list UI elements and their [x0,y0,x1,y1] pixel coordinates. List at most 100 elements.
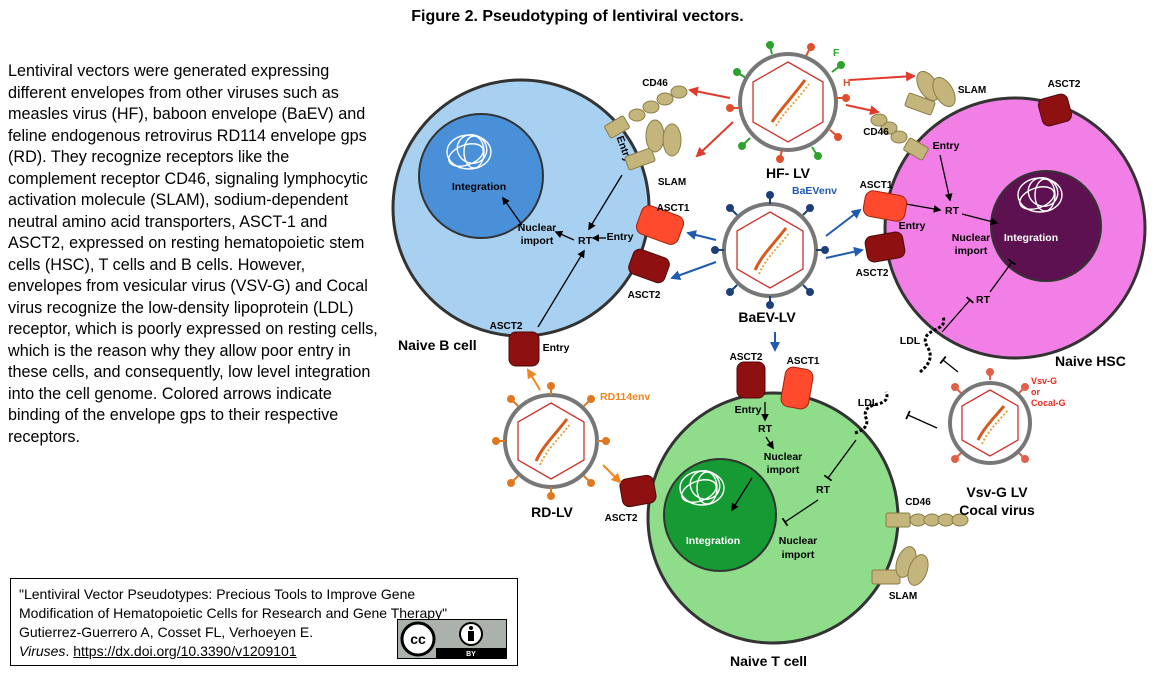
hsc-import-label: import [955,245,988,257]
hsc-entry-top-label: Entry [933,140,960,152]
doi-link[interactable]: https://dx.doi.org/10.3390/v1209101 [73,643,297,659]
cc-license-badge: BY cc [397,619,507,659]
h-protein-label: H [843,77,851,89]
citation-box: "Lentiviral Vector Pseudotypes: Precious… [10,578,518,666]
asct2-t-label: ASCT2 [730,352,763,363]
asct2-t-left-label: ASCT2 [605,513,638,524]
cd46-t-label: CD46 [905,497,931,508]
hsc-receptors: SLAM CD46 ASCT2 ASCT1 ASCT2 [856,70,1081,279]
t-integration-label: Integration [686,535,740,547]
asct2-receptor-b [628,248,670,284]
hf-lv-virus: HF- LV F H [726,41,851,181]
naive-t-cell-label: Naive T cell [730,653,807,669]
asct2-receptor-b-bottom [508,331,540,367]
asct2-hsc-label: ASCT2 [856,268,889,279]
asct2-receptor-t [736,361,766,399]
b-nuclear-label: Nuclear [518,222,557,234]
citation-journal: Viruses [19,643,66,659]
baev-lv-virus: BaEV-LV BaEVenv [711,185,837,325]
slam-receptor-t [871,546,929,586]
hsc-integration-label: Integration [1004,232,1058,244]
slam-hsc-label: SLAM [958,85,986,96]
cd46-receptor-b [604,85,688,139]
rd114env-label: RD114env [600,391,650,403]
hsc-entry-label: Entry [899,220,926,232]
dna-coil-t [679,470,725,506]
slam-b-label: SLAM [658,177,686,188]
t-nuclear2-label: Nuclear [779,535,818,547]
slam-receptor-b [624,119,682,171]
b-rt-label: RT [578,235,593,247]
asct1-hsc-label: ASCT1 [860,180,893,191]
b-import-label: import [521,235,554,247]
b-cell-nucleus [418,113,544,239]
baev-lv-label: BaEV-LV [738,309,796,325]
asct1-receptor-hsc [862,190,908,222]
naive-b-cell-label: Naive B cell [398,337,477,353]
t-cell-nucleus [663,458,777,572]
citation-authors: Gutierrez-Guerrero A, Cosset FL, Verhoey… [19,624,314,640]
svg-text:cc: cc [410,631,426,647]
t-nuclear-label: Nuclear [764,451,803,463]
b-integration-label: Integration [452,181,506,193]
t-rt2-label: RT [816,484,831,496]
hf-binding-arrows [688,71,916,158]
citation-ref: Viruses. https://dx.doi.org/10.3390/v120… [19,643,297,659]
vsv-lv-label: Vsv-G LV [966,484,1028,500]
asct2-hsc-top-label: ASCT2 [1048,79,1081,90]
hsc-ldl-receptor [919,315,946,374]
hsc-nuclear-label: Nuclear [952,232,991,244]
hsc-rt2-label: RT [976,294,991,306]
b-cell-receptors: CD46 SLAM ASCT1 ASCT2 ASCT2 [490,78,690,367]
t-ldl-label: LDL [858,397,879,409]
asct1-receptor-b [635,205,685,245]
cc-by-text: BY [466,651,476,658]
naive-b-cell: Integration Nuclear import RT Entry Entr… [391,78,651,354]
description-text: Lentiviral vectors were generated expres… [8,62,378,446]
b-entry-label: Entry [607,231,634,243]
dna-coil-hsc [1017,177,1063,213]
rd-lv-label: RD-LV [531,504,573,520]
or-label: or [1031,387,1040,397]
t-rt-label: RT [758,423,773,435]
naive-hsc-label: Naive HSC [1055,353,1126,369]
hf-lv-label: HF- LV [766,165,811,181]
asct1-receptor-t [780,366,814,410]
f-protein-label: F [833,47,840,59]
baev-binding-arrows [670,208,864,352]
vsv-g-lv-virus: Vsv-G LV Cocal virus Vsv-G or Cocal-G [948,368,1066,518]
cocalg-env-label: Cocal-G [1031,398,1066,408]
t-import-label: import [767,464,800,476]
cd46-receptor-hsc [870,113,929,161]
cc-by-icon: BY cc [398,620,506,658]
naive-t-cell: Integration Entry RT Nuclear import RT N… [646,391,938,669]
asct2-b-label: ASCT2 [628,290,661,301]
slam-t-label: SLAM [889,591,917,602]
naive-hsc: Integration Entry RT Entry Nuclear impor… [883,96,1147,374]
asct2-b-bottom-label: ASCT2 [490,321,523,332]
citation-line-2: Modification of Hematopoietic Cells for … [19,605,448,621]
hsc-ldl-label: LDL [900,335,921,347]
baevenv-label: BaEVenv [792,185,837,197]
rd-lv-virus: RD-LV RD114env [492,382,650,520]
asct1-b-label: ASCT1 [657,203,690,214]
cocal-virus-label: Cocal virus [959,502,1035,518]
t-ldl-receptor [854,391,889,435]
t-cell-receptors: ASCT2 ASCT1 ASCT2 CD46 SLAM [605,352,969,602]
hsc-rt-label: RT [945,205,960,217]
cd46-b-label: CD46 [642,78,668,89]
citation-line-1: "Lentiviral Vector Pseudotypes: Precious… [19,586,416,602]
rd-binding-arrows [526,368,622,484]
t-import2-label: import [782,549,815,561]
cd46-hsc-label: CD46 [863,127,889,138]
asct2-receptor-hsc-top [1037,93,1073,127]
vsvg-env-label: Vsv-G [1031,376,1057,386]
b-entry-bottom-label: Entry [543,342,570,354]
cd46-receptor-t [885,512,969,528]
slam-receptor-hsc [904,70,956,116]
dna-coil-b [446,134,492,170]
asct2-receptor-t-left [619,474,657,508]
asct1-t-label: ASCT1 [787,356,820,367]
asct2-receptor-hsc [864,231,906,263]
